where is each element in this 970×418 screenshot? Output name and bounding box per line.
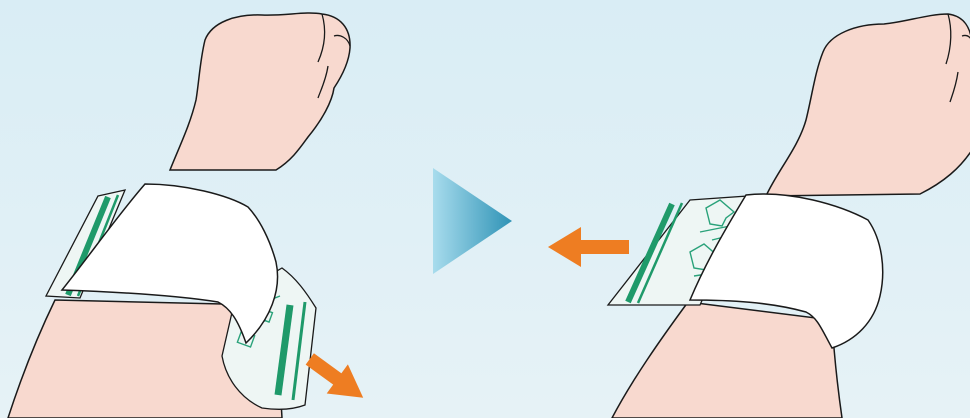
illustration-canvas xyxy=(0,0,970,418)
instruction-illustration xyxy=(0,0,970,418)
